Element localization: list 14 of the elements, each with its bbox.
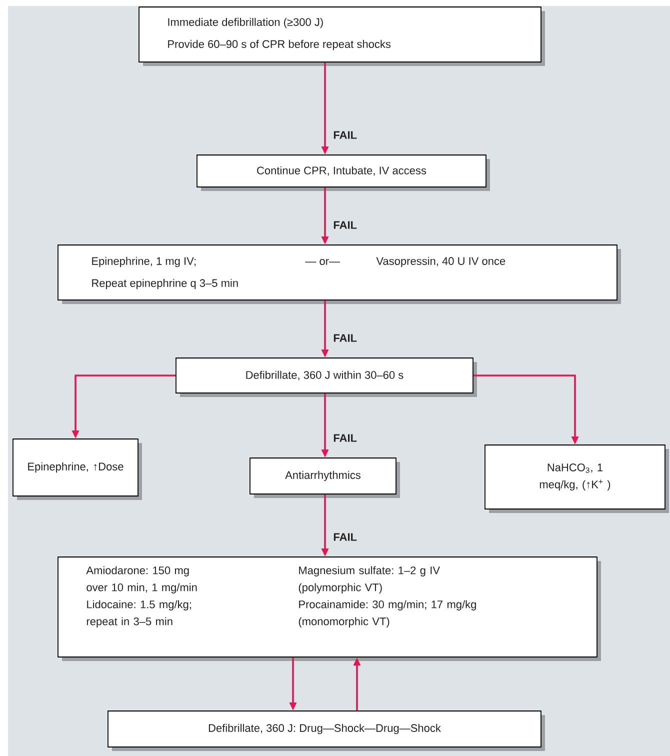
process-box: NaHCO$_{3}$, 1 meq/kg, (↑K$^{+}$ ) bbox=[484, 444, 669, 513]
edge-label: FAIL bbox=[334, 434, 357, 442]
process-box: Defibrillate, 360 J within 30–60 s bbox=[176, 358, 477, 397]
process-box: Defibrillate, 360 J: Drug—Shock—Drug—Shock bbox=[108, 710, 545, 751]
edge-label: FAIL bbox=[334, 533, 357, 541]
process-box: Epinephrine, 1 mg IV; — or— Vasopressin, 40 U IV once Repeat epinephrine q 3–5 min bbox=[58, 244, 621, 304]
process-box: Immediate defibrillation (≥300 J) Provide 60–90 s of CPR before repeat shocks bbox=[138, 6, 545, 66]
process-box: Antiarrhythmics bbox=[250, 458, 400, 498]
edge-label: FAIL bbox=[334, 221, 357, 229]
edge-label: FAIL bbox=[334, 334, 357, 342]
edge-label: FAIL bbox=[334, 131, 357, 139]
process-box: Continue CPR, Intubate, IV access bbox=[196, 154, 490, 191]
process-box: Epinephrine, ↑Dose bbox=[12, 438, 142, 500]
process-box: Amiodarone: 150 mg over 10 min, 1 mg/min Lidocaine: 1.5 mg/kg; repeat in 3–5 min Magnesium sulfate: 1–2 g IV (polymorphic VT) Procainamide: 30 mg/min; 17 mg/kg (monomorphic VT) bbox=[58, 556, 601, 661]
